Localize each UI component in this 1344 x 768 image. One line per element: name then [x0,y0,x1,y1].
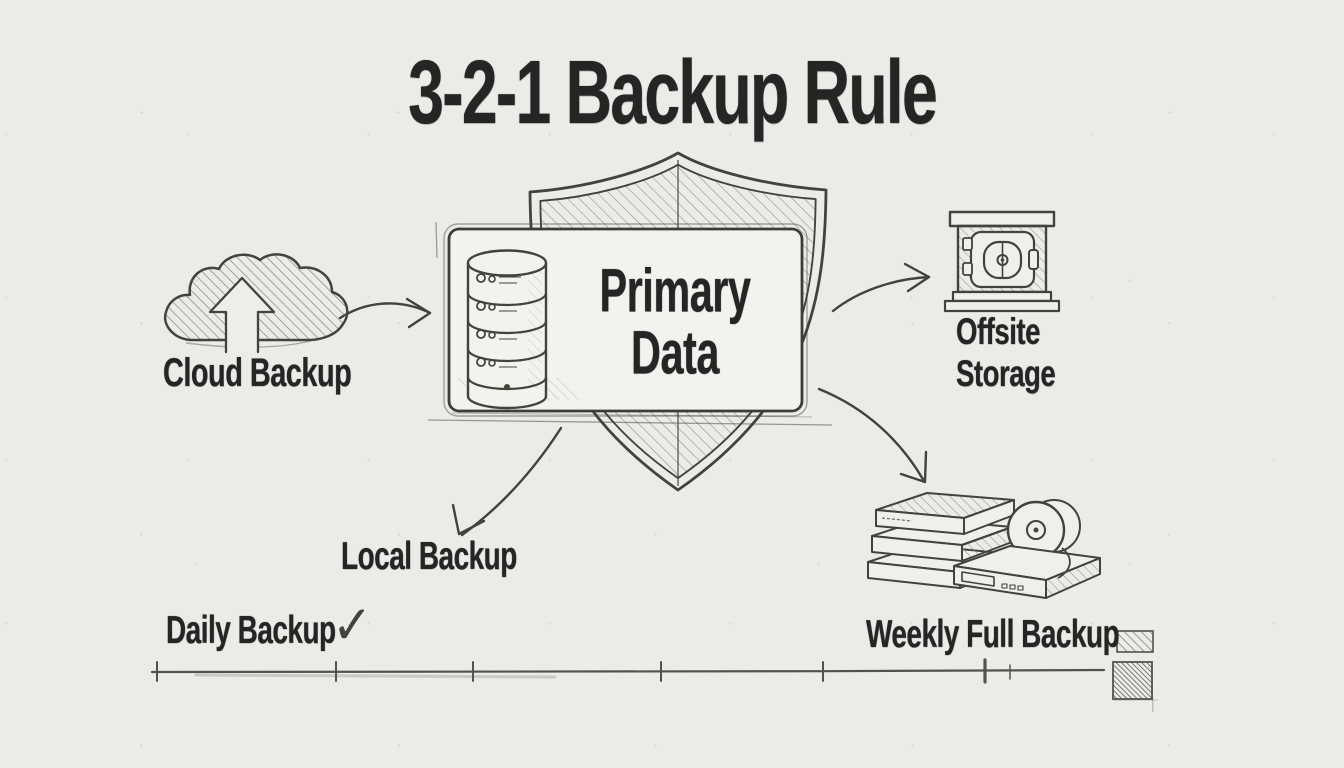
arrow-primary-to-local [451,426,563,537]
safe-vault-icon [943,210,1061,313]
offsite-storage-line1: Offsite [956,312,1040,353]
arrow-cloud-to-primary [338,297,432,329]
offsite-storage-label: Offsite Storage [956,312,1056,396]
primary-data-line1: Primary [599,255,751,325]
local-backup-label: Local Backup [341,535,517,579]
arrow-primary-to-offsite [831,262,931,313]
daily-backup-label: Daily Backup [166,609,336,653]
offsite-storage-line2: Storage [956,354,1056,396]
backup-media-icon [867,492,1101,599]
checkmark-icon: ✓ [332,596,373,656]
legend-swatch-light [1116,630,1154,653]
cloud-upload-icon [163,253,349,354]
arrow-primary-to-weekly [817,387,928,484]
database-icon [456,249,584,410]
primary-data-label: Primary Data [567,255,782,387]
tape-drive-icon [953,499,1101,599]
weekly-full-backup-label: Weekly Full Backup [866,613,1120,657]
legend-swatch-dense [1112,661,1158,713]
primary-data-line2: Data [631,318,719,387]
timeline-axis [150,658,1106,684]
page-title: 3-2-1 Backup Rule [408,42,938,144]
cloud-backup-label: Cloud Backup [163,349,352,395]
